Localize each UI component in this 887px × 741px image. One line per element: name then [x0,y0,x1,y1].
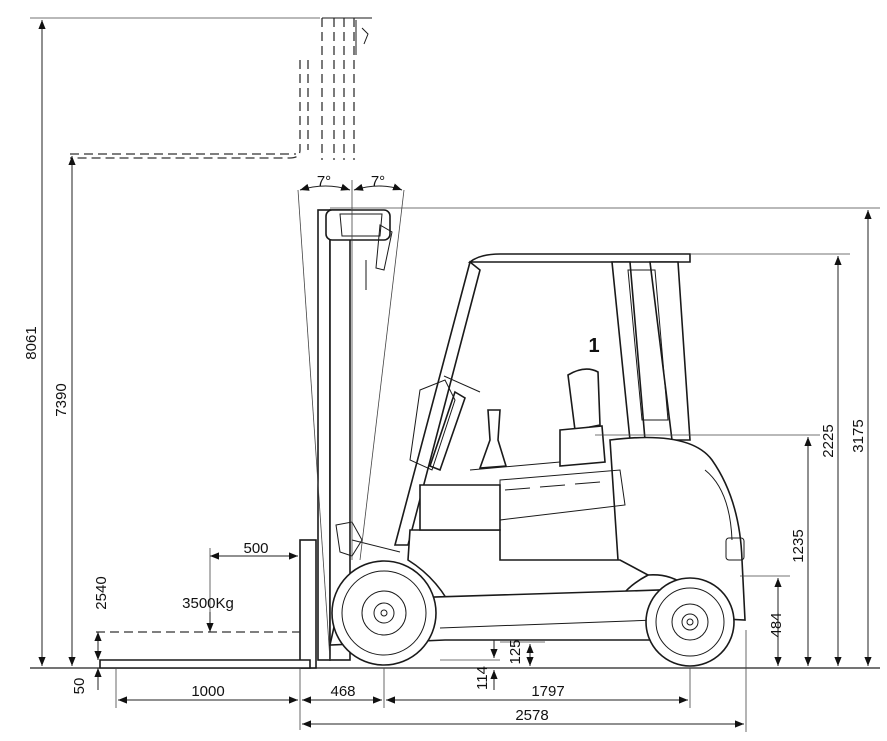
label-ground-clearance-center: 125 [507,639,524,664]
label-lift-indication: 2540 [93,576,110,609]
label-seat-height: 1235 [790,529,807,562]
dimension-front-overhang [302,668,385,708]
label-wheelbase: 1797 [531,683,564,700]
label-load-center: 500 [243,540,268,557]
label-max-lift-height: 7390 [53,383,70,416]
dimension-overhead-guard-height [690,253,850,666]
label-tilt-backward: 7° [371,173,385,190]
mast-and-forks [99,209,401,669]
dimension-ground-clearance-mast [440,640,500,690]
label-max-fork-height: 8061 [23,326,40,359]
label-overhead-guard-height: 2225 [820,424,837,457]
dimension-seat-height [595,434,820,666]
dimension-ground-clearance-center [500,641,545,666]
dimension-max-fork-height [30,17,320,666]
front-wheel [331,560,437,666]
label-fork-lowered: 50 [71,678,88,695]
dimension-load-center [206,548,298,632]
callout-1: 1 [588,335,599,357]
dimension-mast-lowered-height [330,207,880,666]
rear-wheel [645,577,735,667]
label-tow-height: 484 [768,612,785,637]
dimension-fork-length [115,668,301,730]
label-capacity: 3500Kg [182,595,234,612]
dimension-tow-height [740,575,790,666]
label-ground-clearance-mast: 114 [474,666,491,690]
dimension-wheelbase [386,668,691,708]
label-tilt-forward: 7° [317,173,331,190]
extended-mast-outline [70,17,372,160]
dimension-overall-length [302,630,747,732]
label-overall-length: 2578 [515,707,548,724]
label-mast-lowered-height: 3175 [850,419,867,452]
label-front-overhang: 468 [330,683,355,700]
label-fork-length: 1000 [191,683,224,700]
tilt-lines [297,180,405,661]
